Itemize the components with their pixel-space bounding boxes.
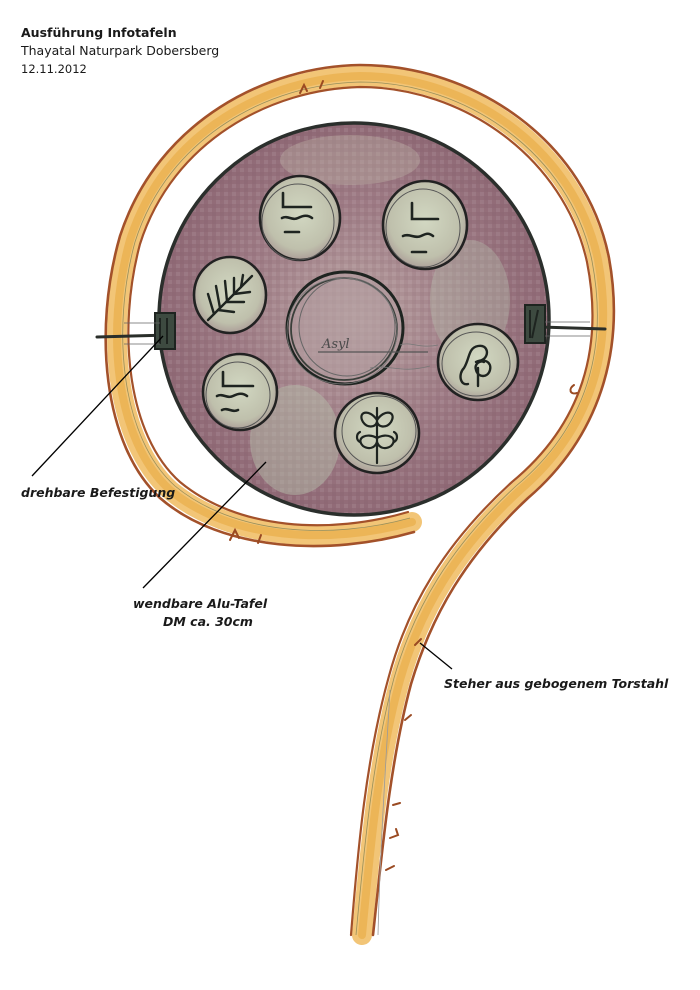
label-steel-post: Steher aus gebogenem Torstahl	[444, 676, 669, 691]
header-title: Ausführung Infotafeln	[21, 25, 177, 40]
medallion-swirl	[436, 322, 520, 402]
leader-mount	[31, 335, 164, 477]
center-medallion-text: Asyl	[321, 337, 350, 352]
swirl-symbol-icon	[459, 344, 492, 388]
leader-panel	[142, 461, 267, 589]
butterfly-icon	[355, 406, 399, 465]
medallion-top-right	[381, 179, 469, 271]
text-lines-icon	[215, 370, 255, 413]
medallion-left-low	[201, 352, 279, 432]
medallion-center: Asyl	[285, 270, 439, 386]
mount-left	[95, 312, 176, 350]
medallion-top-left	[258, 174, 342, 262]
fern-leaf-icon	[206, 273, 254, 322]
text-lines-icon	[280, 191, 314, 234]
text-lines-icon	[401, 201, 440, 254]
label-reversible-panel: wendbare Alu-Tafel	[133, 596, 268, 611]
header-date: 12.11.2012	[21, 62, 87, 76]
mount-right	[524, 304, 607, 344]
medallion-fern	[192, 255, 268, 335]
medallion-butterfly	[333, 391, 421, 475]
leader-lines	[31, 335, 453, 670]
label-panel-diameter: DM ca. 30cm	[163, 614, 253, 629]
header-subtitle: Thayatal Naturpark Dobersberg	[21, 43, 220, 58]
steel-post	[104, 63, 616, 945]
header: Ausführung Infotafeln Thayatal Naturpark…	[21, 24, 219, 78]
label-rotating-mount: drehbare Befestigung	[21, 485, 176, 500]
leader-post	[419, 642, 453, 670]
